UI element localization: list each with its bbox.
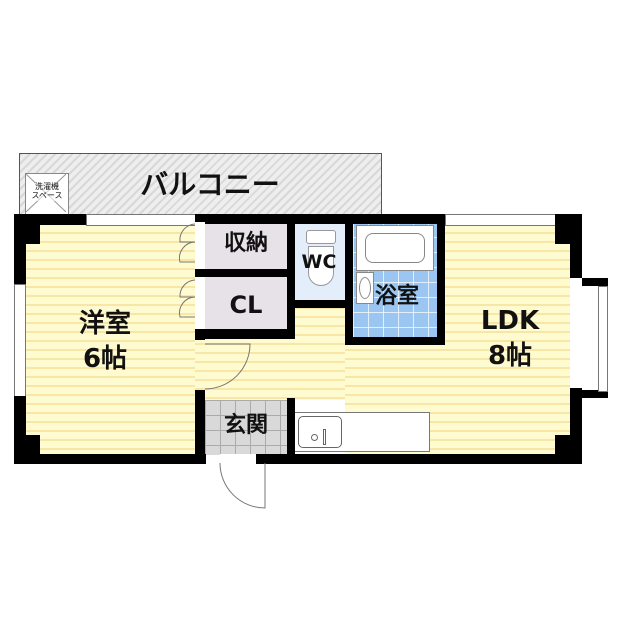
wall-top-left <box>14 214 86 225</box>
wall-bath-left <box>345 214 353 344</box>
entrance-label: 玄関 <box>223 413 268 438</box>
wall-corner-tl <box>14 214 40 244</box>
wall-cl-bottom <box>195 329 295 339</box>
ldk-size: 8帖 <box>487 341 533 371</box>
bay-window-bottom <box>582 390 608 398</box>
window-top-right[interactable] <box>445 214 557 226</box>
wall-entrance-left <box>195 390 205 464</box>
bay-window[interactable] <box>598 286 608 392</box>
front-door-swing-icon[interactable] <box>215 462 270 512</box>
balcony <box>19 153 382 217</box>
window-left[interactable] <box>14 284 26 398</box>
wall-top-mid <box>195 214 445 224</box>
wall-bottom-right <box>256 454 582 464</box>
wall-wc-left <box>287 214 295 339</box>
wall-bath-right <box>437 214 445 344</box>
hall-door-swing-icon <box>205 343 251 390</box>
closet-label: CL <box>229 291 263 319</box>
front-door-gap <box>220 454 256 464</box>
toilet-fixture <box>306 230 336 288</box>
entrance-area <box>205 400 287 455</box>
storage-area <box>205 222 287 269</box>
wall-bath-bottom <box>345 337 445 345</box>
wash-basin <box>356 272 374 304</box>
wall-bottom-left <box>14 454 206 464</box>
washer-space: 洗濯機 スペース <box>25 173 69 215</box>
sink <box>298 416 342 448</box>
bathroom-label: 浴室 <box>374 284 419 309</box>
kitchen-counter <box>293 412 430 452</box>
closet-area <box>205 277 287 329</box>
western-room-name: 洋室 <box>78 309 131 339</box>
washer-space-label: 洗濯機 スペース <box>26 182 68 201</box>
wall-right-top <box>570 214 582 278</box>
bay-window-top <box>582 278 608 286</box>
wall-corner-br <box>555 435 582 464</box>
ldk-name: LDK <box>480 306 540 336</box>
western-room-floor <box>25 225 195 455</box>
storage-label: 収納 <box>223 231 268 256</box>
wall-entrance-right <box>287 398 295 464</box>
wall-storage-cl <box>195 269 295 277</box>
western-room-size: 6帖 <box>82 344 128 374</box>
wall-wc-bottom <box>287 300 345 308</box>
balcony-label: バルコニー <box>140 168 280 201</box>
toilet-label: WC <box>301 251 337 273</box>
bathtub <box>356 225 434 271</box>
closet-door-icons <box>179 223 196 318</box>
